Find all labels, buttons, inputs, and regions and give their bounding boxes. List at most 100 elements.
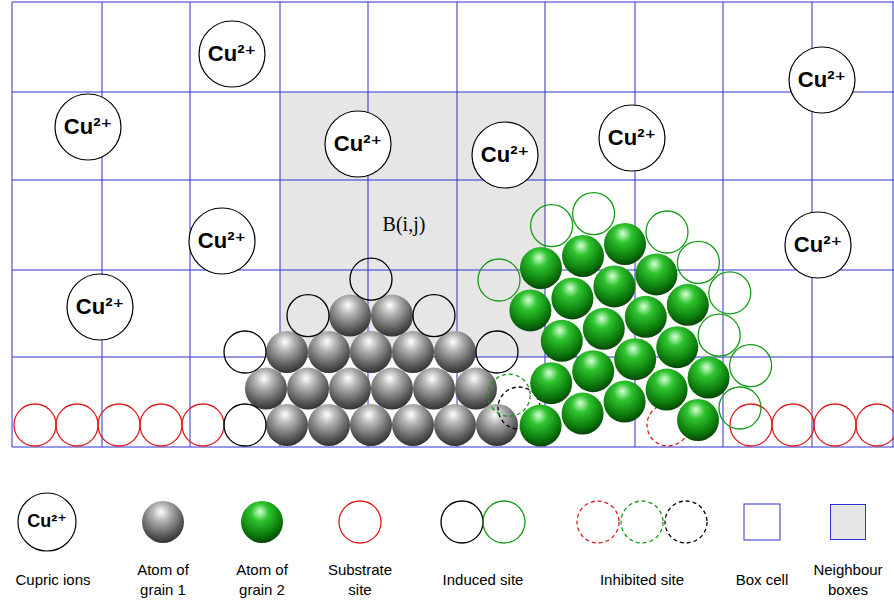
grain-1 [224,258,540,446]
ion-circle [472,122,538,188]
grain-2-induced-site [709,272,751,314]
grain-2-atom [541,320,583,362]
grain-1-induced-site [350,258,392,300]
grain-1-atom [308,404,350,446]
grain-1-atom [350,404,392,446]
grain-1-atom [245,368,287,410]
ion-label: Cu²⁺ [64,115,112,139]
grain-2-atom [520,405,562,447]
grid-line [12,92,894,93]
grain-1-atom [413,368,455,410]
cupric-ion: Cu²⁺ [188,207,256,275]
ion-label: Cu²⁺ [334,132,382,156]
ion-label: Cu²⁺ [481,143,529,167]
grid-line [635,2,636,447]
cupric-ion: Cu²⁺ [598,104,666,172]
grain-1-atom [434,404,476,446]
substrate [14,404,894,446]
grain-2-induced-site [677,241,719,283]
substrate-site [98,404,140,446]
legend-box-cell-sample [744,504,780,540]
grain-2-atom [551,277,593,319]
grain-1-atom [266,404,308,446]
grain-2-atom [562,393,604,435]
grid-line [12,180,894,181]
grain-2-induced-site [730,345,772,387]
grain-1-induced-site [287,295,329,337]
grain-1-atom [287,368,329,410]
cupric-ion: Cu²⁺ [54,93,122,161]
grain-2-induced-site [478,259,520,301]
legend-label: Atom of grain 1 [126,560,200,600]
ion-label: Cu²⁺ [198,229,246,253]
grain-2-atom [572,350,614,392]
grain-2-atom [604,381,646,423]
legend-inhibited-sample [665,501,707,543]
grain-1-atom [308,331,350,373]
grain-2-induced-site [698,314,740,356]
cupric-ion: Cu²⁺ [66,273,134,341]
cupric-ion: Cu²⁺ [324,110,392,178]
ion-circle [785,212,851,278]
grain-1-atom [434,331,476,373]
substrate-site [814,404,856,446]
legend-label: Neighbour boxes [808,560,888,600]
neighbour-boxes [280,92,545,357]
grain-1-atom [455,368,497,410]
grain-2-atom [593,265,635,307]
ion-label: Cu²⁺ [794,233,842,257]
legend-induced-sample [441,501,483,543]
ion-circle [67,274,133,340]
ion-circle [599,105,665,171]
ion-label: Cu²⁺ [798,68,846,92]
substrate-site [730,404,772,446]
box-cell-grid [12,2,894,447]
grain-1-atom [329,295,371,337]
ion-label: Cu²⁺ [27,512,67,532]
legend-label: Inhibited site [582,570,702,590]
ion-circle [189,208,255,274]
ion-circle [55,94,121,160]
grid-line [102,2,103,447]
grid-line [12,2,13,447]
legend-substrate-sample [339,501,381,543]
legend-swatch [830,504,866,540]
grain-1-induced-site [224,404,266,446]
legend-grain-1-sample [142,501,184,543]
grain-1-atom [329,368,371,410]
grain-2-atom [509,289,551,331]
grain-2-atom [562,235,604,277]
grain-2-induced-site [573,193,615,235]
substrate-site [772,404,814,446]
grain-2 [478,193,772,447]
grain-2-induced-site [719,387,761,429]
grain-1-atom [266,331,308,373]
ion-circle [18,493,76,551]
cupric-ion: Cu²⁺ [471,121,539,189]
grain-2-atom [635,253,677,295]
grain-2-atom [583,308,625,350]
legend-inhibited-sample [621,501,663,543]
grain-2-atom [688,357,730,399]
legend-samples [142,501,780,543]
grain-2-atom [656,326,698,368]
grain-1-atom [350,331,392,373]
box-label: B(i,j) [383,213,426,235]
grid-line [190,2,191,447]
ion-circle [789,47,855,113]
legend-induced-sample [483,501,525,543]
grid-line [12,447,894,448]
legend-label: Induced site [428,570,538,590]
substrate-site [856,404,894,446]
cupric-ion: Cu²⁺ [784,211,852,279]
legend-label: Box cell [717,570,807,590]
grain-2-induced-site [646,211,688,253]
legend-label: Cupric ions [3,570,103,590]
grain-1-atom [392,331,434,373]
legend-label: Atom of grain 2 [225,560,299,600]
grain-1-induced-site [476,331,518,373]
grain-2-atom [614,338,656,380]
grain-2-atom [646,369,688,411]
grid-line [12,270,894,271]
